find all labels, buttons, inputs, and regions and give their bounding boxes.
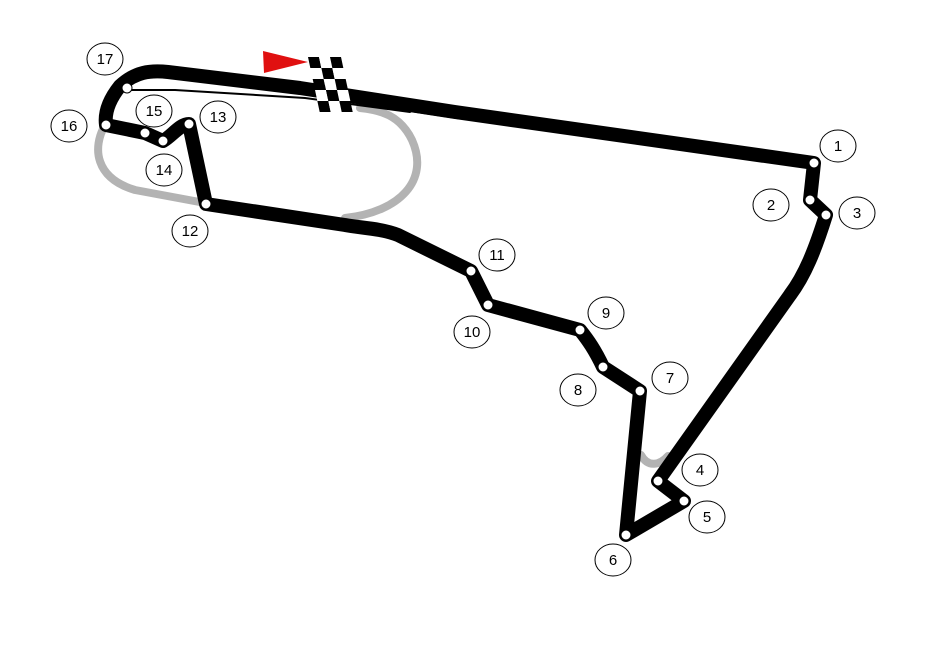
- turn-label-16: 16: [50, 109, 88, 143]
- corner-dot-9: [574, 324, 586, 336]
- corner-dot-11: [465, 265, 477, 277]
- turn-number: 1: [834, 138, 842, 155]
- corner-dot-5: [678, 495, 690, 507]
- pit-lane-line: [338, 98, 462, 120]
- corner-dot-3: [820, 209, 832, 221]
- turn-label-circle: [50, 109, 88, 143]
- turn-number: 2: [767, 197, 775, 214]
- checkered-square: [334, 79, 349, 90]
- turn-label-circle: [838, 196, 876, 230]
- checkered-square: [321, 68, 335, 79]
- turn-label-circle: [86, 42, 124, 76]
- turn-label-3: 3: [838, 196, 876, 230]
- corner-dot-4: [652, 475, 664, 487]
- checkered-square: [323, 79, 338, 90]
- turn-label-circle: [594, 543, 632, 577]
- turn-label-8: 8: [559, 373, 597, 407]
- turn-number: 5: [703, 509, 711, 526]
- turn-number: 17: [97, 51, 114, 68]
- checkered-square: [310, 68, 324, 79]
- turn-label-5: 5: [688, 500, 726, 534]
- turn-label-circle: [453, 315, 491, 349]
- corner-dot-13: [183, 118, 195, 130]
- flag-triangle-icon: [263, 51, 308, 73]
- corner-dot-12: [200, 198, 212, 210]
- turn-label-7: 7: [651, 361, 689, 395]
- main-track: [98, 64, 833, 542]
- turn-label-10: 10: [453, 315, 491, 349]
- turn-label-circle: [587, 296, 625, 330]
- turn-number: 15: [146, 103, 163, 120]
- turn-label-9: 9: [587, 296, 625, 330]
- unused-track-sections: [94, 104, 672, 468]
- turn-label-6: 6: [594, 543, 632, 577]
- turn-label-12: 12: [171, 214, 209, 248]
- checkered-square: [326, 90, 340, 101]
- turn-number: 16: [61, 118, 78, 135]
- turn-label-15: 15: [135, 94, 173, 128]
- corner-dot-7: [634, 385, 646, 397]
- turn-label-circle: [819, 129, 857, 163]
- turn-label-2: 2: [752, 188, 790, 222]
- checkered-flag-icon: [308, 57, 353, 112]
- unused-track-loop: [94, 104, 422, 222]
- pit-lane: [127, 89, 462, 120]
- turn-label-circle: [688, 500, 726, 534]
- turn-number: 6: [609, 552, 617, 569]
- turn-number: 11: [489, 247, 505, 264]
- corner-markers: [100, 82, 832, 541]
- turn-label-14: 14: [145, 153, 183, 187]
- turn-number: 7: [666, 370, 674, 387]
- checkered-square: [339, 101, 353, 112]
- turn-number: 8: [574, 382, 582, 399]
- checkered-square: [330, 57, 344, 68]
- turn-label-17: 17: [86, 42, 124, 76]
- corner-dot-2: [804, 194, 816, 206]
- turn-label-circle: [651, 361, 689, 395]
- turn-label-circle: [171, 214, 209, 248]
- corner-dot-14: [157, 135, 169, 147]
- turn-label-circle: [681, 453, 719, 487]
- checkered-square: [328, 101, 342, 112]
- pit-lane-line: [127, 89, 411, 113]
- turn-label-11: 11: [478, 238, 516, 272]
- turn-label-circle: [559, 373, 597, 407]
- checkered-square: [315, 90, 329, 101]
- turn-label-1: 1: [819, 129, 857, 163]
- corner-dot-16: [100, 119, 112, 131]
- corner-dot-10: [482, 299, 494, 311]
- corner-dot-17: [121, 82, 133, 94]
- turn-number: 12: [182, 223, 199, 240]
- turn-number: 13: [210, 109, 227, 126]
- checkered-square: [319, 57, 333, 68]
- turn-number: 9: [602, 305, 610, 322]
- turn-label-circle: [135, 94, 173, 128]
- turn-label-circle: [199, 100, 237, 134]
- checkered-square: [312, 79, 327, 90]
- turn-label-13: 13: [199, 100, 237, 134]
- turn-number: 10: [464, 324, 481, 341]
- corner-dot-15: [139, 127, 151, 139]
- turn-number: 14: [156, 162, 173, 179]
- corner-dot-6: [620, 529, 632, 541]
- turn-label-circle: [478, 238, 516, 272]
- checkered-square: [332, 68, 346, 79]
- turn-label-4: 4: [681, 453, 719, 487]
- corner-dot-1: [808, 157, 820, 169]
- turn-number: 4: [696, 462, 704, 479]
- checkered-square: [308, 57, 322, 68]
- corner-dot-8: [597, 361, 609, 373]
- turn-label-circle: [752, 188, 790, 222]
- checkered-square: [317, 101, 331, 112]
- checkered-square: [337, 90, 351, 101]
- turn-number: 3: [853, 205, 861, 222]
- turn-label-circle: [145, 153, 183, 187]
